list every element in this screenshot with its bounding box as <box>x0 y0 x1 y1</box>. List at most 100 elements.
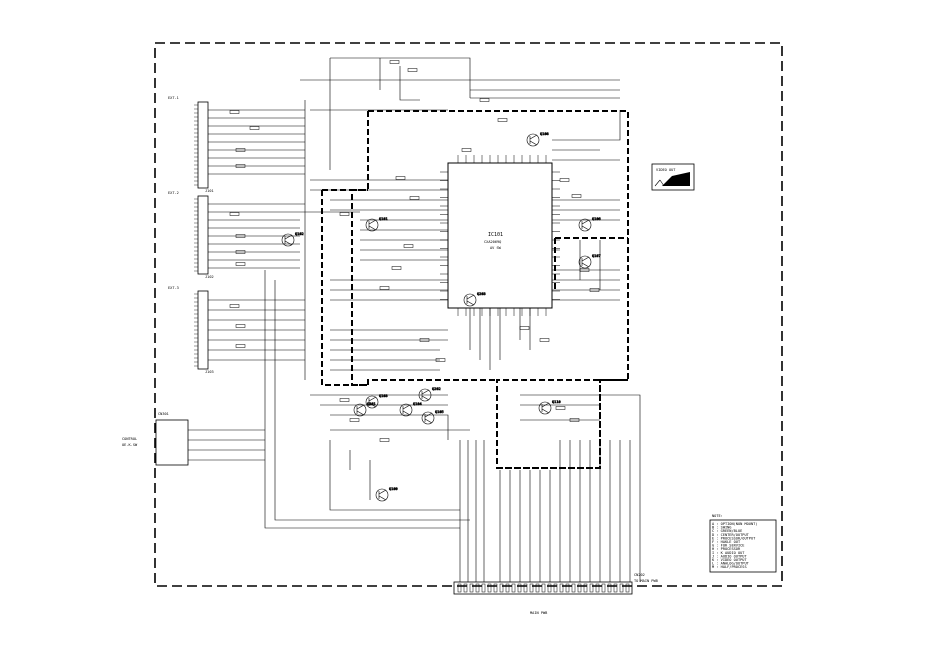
resistor <box>519 326 530 330</box>
transistor: Q109 <box>375 487 398 502</box>
resistor <box>235 250 246 254</box>
scart3-label: EXT-3 <box>168 286 179 290</box>
transistor: Q201 <box>353 402 376 417</box>
resistor <box>479 98 490 102</box>
ic-part: CXA2069Q <box>484 240 501 244</box>
transistor: Q203 <box>463 292 486 307</box>
transistor: Q106 <box>578 217 601 232</box>
transistor: Q104 <box>399 402 422 417</box>
resistor <box>379 438 390 442</box>
resistor <box>559 178 570 182</box>
resistor <box>589 288 600 292</box>
transistor-label: Q108 <box>540 132 549 136</box>
waveform-label: VIDEO OUT <box>656 168 676 172</box>
scart1-label: EXT-1 <box>168 96 179 100</box>
transistor-label: Q105 <box>435 410 444 414</box>
transistor: Q101 <box>365 217 388 232</box>
resistor <box>339 398 350 402</box>
resistor <box>407 68 418 72</box>
resistor <box>235 324 246 328</box>
bottom-connector-ref: CN202 <box>634 573 645 577</box>
board-outline <box>154 42 783 587</box>
resistor <box>419 338 430 342</box>
transistor: Q102 <box>281 232 304 247</box>
ic-ref: IC101 <box>488 232 503 238</box>
transistor: Q107 <box>578 254 601 269</box>
resistor <box>235 262 246 266</box>
resistor <box>391 266 402 270</box>
resistor <box>569 418 580 422</box>
transistor-label: Q110 <box>552 400 561 404</box>
resistor <box>539 338 550 342</box>
transistor: Q202 <box>418 387 441 402</box>
bottom-connector-pins <box>457 583 630 593</box>
transistor-label: Q103 <box>379 394 388 398</box>
shield-outline-left <box>321 189 368 386</box>
note-line: E : PROCESSOR/OUTPUT <box>712 536 756 540</box>
note-line: K : VIDEO OUTPUT <box>712 558 747 562</box>
note-line: L : ANALOG/OUTPUT <box>712 562 750 566</box>
transistor-label: Q107 <box>592 254 601 258</box>
transistor-label: Q104 <box>413 402 422 406</box>
side-jack-label: CONTROL <box>122 437 137 441</box>
traces <box>188 57 641 582</box>
resistor <box>229 212 240 216</box>
scart2-label: EXT-2 <box>168 191 179 195</box>
resistor <box>435 358 446 362</box>
resistor <box>235 164 246 168</box>
shield-outline <box>351 110 629 469</box>
waveform-box: VIDEO OUT <box>651 163 695 191</box>
transistor-label: Q203 <box>477 292 486 296</box>
resistor <box>497 118 508 122</box>
resistor <box>229 110 240 114</box>
notes-title: NOTE: <box>712 514 723 518</box>
side-jack: CN301 CONTROL OE-K.SW <box>122 412 189 466</box>
transistor-label: Q109 <box>389 487 398 491</box>
resistor <box>235 234 246 238</box>
note-line: G : FOR SERVICE <box>712 544 744 548</box>
resistor <box>461 148 472 152</box>
scart2-ref: J102 <box>205 275 214 279</box>
resistor <box>555 406 566 410</box>
transistor-label: Q102 <box>295 232 304 236</box>
passive-components <box>229 60 600 442</box>
resistor <box>235 344 246 348</box>
transistor: Q110 <box>538 400 561 415</box>
resistor <box>579 268 590 272</box>
scart-connector-3: EXT-3 J103 <box>168 286 214 374</box>
note-line: J : AUDIO OUTPUT <box>712 554 747 558</box>
resistor <box>395 176 406 180</box>
resistor <box>571 194 582 198</box>
shield-outline-inner <box>497 237 628 469</box>
resistor <box>249 126 260 130</box>
scart1-ref: J101 <box>205 189 214 193</box>
note-line: A : OPTION(NON MOUNT) <box>712 522 757 526</box>
resistor <box>403 244 414 248</box>
resistor <box>349 418 360 422</box>
side-jack-sub: OE-K.SW <box>122 443 138 447</box>
note-line: C : GREEN/BLUE <box>712 529 742 533</box>
scart-pin-ticks <box>194 104 198 367</box>
bottom-connector-sub: MAIN PWB <box>530 611 547 615</box>
scart-connector-1: EXT-1 J101 <box>168 96 214 193</box>
note-line: D : CENTER/OUTPUT <box>712 533 750 537</box>
transistor-label: Q202 <box>432 387 441 391</box>
note-line: H : PROCESSOR <box>712 547 741 551</box>
transistor: Q105 <box>421 410 444 425</box>
resistor <box>379 286 390 290</box>
transistor: Q103 <box>365 394 388 409</box>
resistor <box>339 212 350 216</box>
ic-sub: AV SW <box>490 246 502 250</box>
scart-connector-2: EXT-2 J102 <box>168 191 214 279</box>
resistor <box>409 196 420 200</box>
transistor: Q108 <box>526 132 549 147</box>
resistor <box>235 148 246 152</box>
bottom-connector-label: TO MAIN PWB <box>634 579 658 583</box>
bottom-connector: CN202 TO MAIN PWB MAIN PWB <box>453 573 658 615</box>
ic-pins <box>440 155 560 316</box>
transistor-label: Q101 <box>379 217 388 221</box>
transistor-label: Q201 <box>367 402 376 406</box>
